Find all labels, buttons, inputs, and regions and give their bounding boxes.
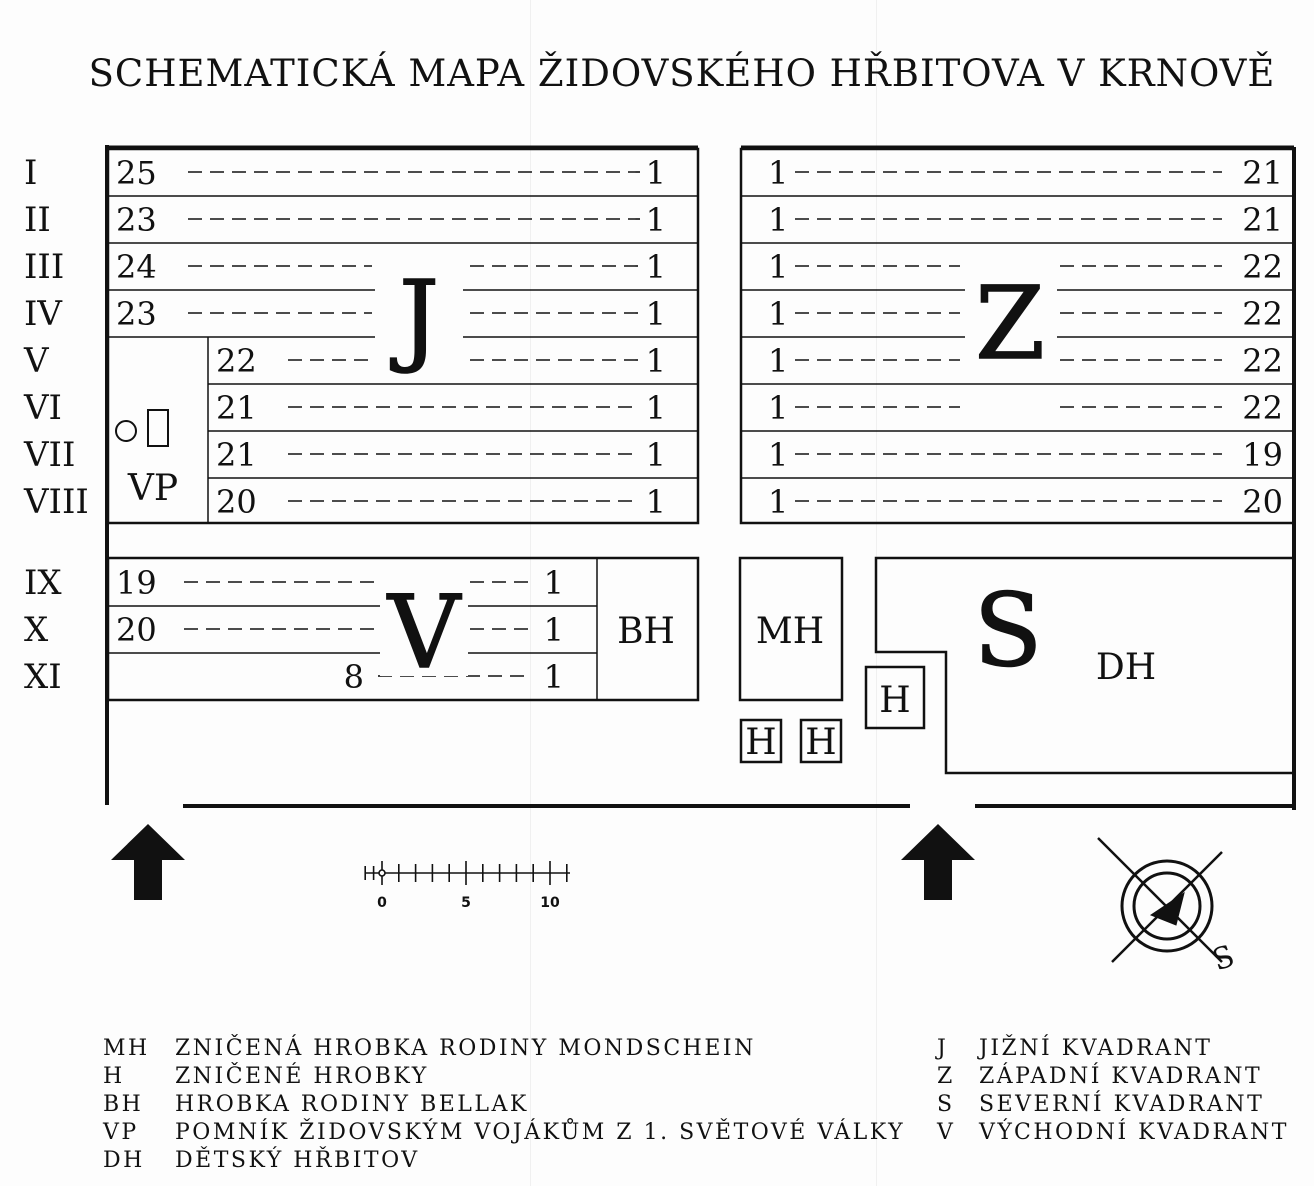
grave-number-east-end: 21 bbox=[1242, 154, 1283, 192]
section-v bbox=[106, 556, 700, 702]
h-tomb-3 bbox=[864, 665, 926, 730]
grave-number-east-end: 22 bbox=[1242, 295, 1283, 333]
grave-number-start: 19 bbox=[116, 564, 157, 602]
grave-number-east-start: 1 bbox=[768, 248, 788, 286]
grave-number-west-end: 1 bbox=[646, 248, 666, 286]
grave-number-west-start: 21 bbox=[216, 389, 257, 427]
grave-number-west-end: 1 bbox=[646, 483, 666, 521]
grave-number-west-start: 24 bbox=[116, 248, 157, 286]
grave-number-east-end: 20 bbox=[1242, 483, 1283, 521]
grave-number-east-end: 21 bbox=[1242, 201, 1283, 239]
monument-circle-icon bbox=[115, 420, 137, 442]
row-label-viii: VIII bbox=[23, 482, 89, 522]
row-numbers: 25 1 1 21 23 1 1 21 24 1 1 22 23 1 1 22 22 1 1 22 21 1 1 22 21 1 1… bbox=[116, 154, 1283, 696]
scale-label-10: 10 bbox=[540, 895, 560, 911]
h-tomb-1 bbox=[739, 718, 783, 764]
quadrant-s: S bbox=[974, 572, 1043, 689]
grave-number-west-end: 1 bbox=[646, 295, 666, 333]
grave-number-start: 20 bbox=[116, 611, 157, 649]
row-label-i: I bbox=[24, 153, 37, 193]
grave-number-start: 8 bbox=[344, 658, 364, 696]
row-label-xi: XI bbox=[24, 657, 62, 697]
row-label-ix: IX bbox=[24, 563, 62, 603]
grave-number-east-end: 22 bbox=[1242, 342, 1283, 380]
grave-number-east-end: 19 bbox=[1242, 436, 1283, 474]
grave-number-west-end: 1 bbox=[646, 436, 666, 474]
grave-number-east-end: 22 bbox=[1242, 248, 1283, 286]
entrance-arrow-icon-1 bbox=[111, 824, 185, 900]
entrance-arrow-icon-2 bbox=[901, 824, 975, 900]
compass-icon bbox=[1097, 837, 1223, 963]
grave-number-west-start: 21 bbox=[216, 436, 257, 474]
quadrant-z: Z bbox=[975, 265, 1044, 382]
h-label-2: H bbox=[805, 722, 836, 763]
grave-number-east-start: 1 bbox=[768, 201, 788, 239]
map-title: SCHEMATICKÁ MAPA ŽIDOVSKÉHO HŘBITOVA V K… bbox=[89, 51, 1276, 95]
grave-number-west-start: 25 bbox=[116, 154, 157, 192]
grave-number-west-end: 1 bbox=[646, 389, 666, 427]
grave-number-west-start: 23 bbox=[116, 295, 157, 333]
grave-number-end: 1 bbox=[544, 658, 564, 696]
grave-number-east-start: 1 bbox=[768, 154, 788, 192]
quadrant-v: V bbox=[387, 574, 462, 691]
h-label-1: H bbox=[745, 722, 776, 763]
grave-number-west-end: 1 bbox=[646, 201, 666, 239]
row-label-v: V bbox=[23, 341, 50, 381]
grave-number-end: 1 bbox=[544, 564, 564, 602]
scale-label-0: 0 bbox=[377, 895, 387, 911]
row-label-ii: II bbox=[24, 200, 51, 240]
h-tomb-2 bbox=[799, 718, 843, 764]
row-label-iii: III bbox=[24, 247, 64, 287]
row-label-vii: VII bbox=[23, 435, 75, 475]
grave-number-east-start: 1 bbox=[768, 483, 788, 521]
grave-number-east-start: 1 bbox=[768, 295, 788, 333]
mh-tomb bbox=[738, 556, 844, 702]
grave-number-west-end: 1 bbox=[646, 154, 666, 192]
grave-number-west-start: 20 bbox=[216, 483, 257, 521]
h-label-3: H bbox=[879, 680, 910, 721]
row-dashes bbox=[184, 171, 1222, 677]
scale-origin-marker bbox=[378, 869, 386, 877]
grave-number-east-start: 1 bbox=[768, 436, 788, 474]
compass-north-label: S bbox=[1208, 939, 1239, 979]
scale-label-5: 5 bbox=[461, 895, 471, 911]
grave-number-east-start: 1 bbox=[768, 389, 788, 427]
grave-number-west-start: 23 bbox=[116, 201, 157, 239]
grave-number-end: 1 bbox=[544, 611, 564, 649]
row-label-vi: VI bbox=[23, 388, 62, 428]
grave-number-west-end: 1 bbox=[646, 342, 666, 380]
scale-bar bbox=[364, 861, 570, 885]
grave-number-east-start: 1 bbox=[768, 342, 788, 380]
mh-label: MH bbox=[756, 611, 824, 652]
row-label-iv: IV bbox=[24, 294, 63, 334]
grave-number-west-start: 22 bbox=[216, 342, 257, 380]
bh-label: BH bbox=[617, 611, 675, 652]
row-label-x: X bbox=[24, 610, 49, 650]
grave-number-east-end: 22 bbox=[1242, 389, 1283, 427]
dh-label: DH bbox=[1096, 647, 1156, 688]
section-s bbox=[874, 556, 1296, 775]
monument-stone-icon bbox=[147, 409, 169, 447]
vp-label: VP bbox=[127, 468, 178, 509]
